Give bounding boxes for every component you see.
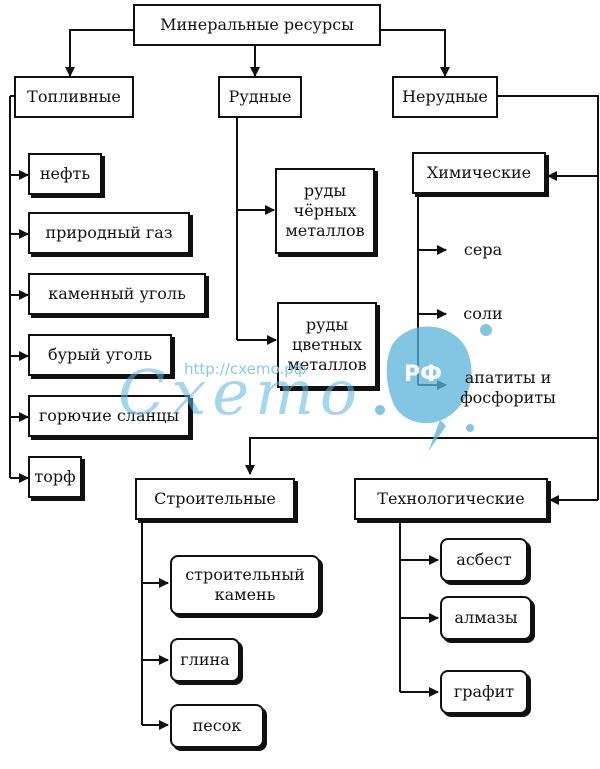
arrow-nonmetal-construction: [245, 437, 598, 475]
watermark-splash: [375, 324, 492, 452]
chemical-item-label: апатиты и: [464, 368, 552, 387]
construction-item-box: песок: [170, 704, 264, 748]
fuel-item-label: горючие сланцы: [38, 406, 180, 425]
category-nonmetal-box: Нерудные: [392, 76, 498, 118]
construction-item-line: глина: [180, 650, 230, 669]
technological-item-box: алмазы: [440, 596, 532, 640]
fuel-item-label: нефть: [39, 164, 91, 183]
fuel-item-label: природный газ: [45, 223, 173, 242]
technological-box: Технологические: [354, 478, 548, 520]
construction-box: Строительные: [135, 478, 295, 520]
construction-item-line: камень: [214, 585, 276, 604]
fuel-item-box: бурый уголь: [28, 334, 172, 376]
category-fuel-box: Топливные: [14, 76, 134, 118]
construction-item-line: песок: [192, 716, 242, 735]
watermark-badge: PФ: [404, 362, 442, 387]
ore-item-nonferrous-box: руды цветных металлов: [277, 302, 377, 388]
chemical-item-label: фосфориты: [460, 388, 556, 407]
technological-item-box: графит: [440, 670, 528, 714]
arrow-root-to-nonmetal: [380, 29, 450, 77]
chemical-item: апатиты и фосфориты: [452, 364, 564, 412]
category-ore-label: Рудные: [228, 87, 292, 106]
fuel-item-label: бурый уголь: [47, 345, 153, 364]
chemical-item-label: сера: [463, 240, 503, 259]
category-ore-box: Рудные: [218, 76, 302, 118]
ore-item-line: металлов: [285, 221, 365, 240]
fuel-item-box: торф: [28, 456, 82, 498]
category-fuel-label: Топливные: [27, 87, 121, 106]
fuel-item-box: нефть: [28, 153, 102, 195]
technological-label: Технологические: [377, 489, 525, 508]
root-box: Минеральные ресурсы: [133, 4, 381, 46]
technological-item-box: асбест: [440, 538, 528, 582]
construction-item-box: строительный камень: [170, 555, 320, 615]
chemical-item-label: соли: [463, 304, 503, 323]
category-nonmetal-label: Нерудные: [402, 87, 488, 106]
ore-item-line: цветных: [291, 335, 363, 354]
watermark-url: http://cxemo.pф: [184, 360, 307, 378]
fuel-item-box: каменный уголь: [28, 273, 206, 315]
construction-item-box: глина: [170, 638, 240, 682]
fuel-item-label: каменный уголь: [48, 284, 186, 303]
watermark-text: Cxemo: [118, 356, 364, 429]
fuel-item-box: горючие сланцы: [28, 395, 190, 437]
fuel-item-label: торф: [34, 467, 76, 486]
chemical-item: соли: [452, 300, 514, 328]
chemical-label: Химические: [426, 163, 532, 182]
nonmetal-trunk: [498, 95, 599, 500]
ore-item-line: руды: [303, 181, 347, 200]
ore-item-line: металлов: [287, 355, 367, 374]
technological-item-label: алмазы: [454, 608, 518, 627]
chemical-item: сера: [452, 236, 514, 264]
fuel-item-box: природный газ: [28, 212, 190, 254]
arrow-root-to-fuel: [65, 29, 133, 77]
construction-item-line: строительный: [185, 565, 305, 584]
technological-item-label: асбест: [456, 550, 512, 569]
ore-item-line: руды: [305, 315, 349, 334]
root-label: Минеральные ресурсы: [160, 15, 354, 34]
technological-item-label: графит: [453, 682, 515, 701]
ore-item-line: чёрных: [293, 201, 357, 220]
chemical-box: Химические: [412, 152, 546, 194]
ore-item-ferrous-box: руды чёрных металлов: [275, 168, 375, 254]
construction-label: Строительные: [154, 489, 276, 508]
